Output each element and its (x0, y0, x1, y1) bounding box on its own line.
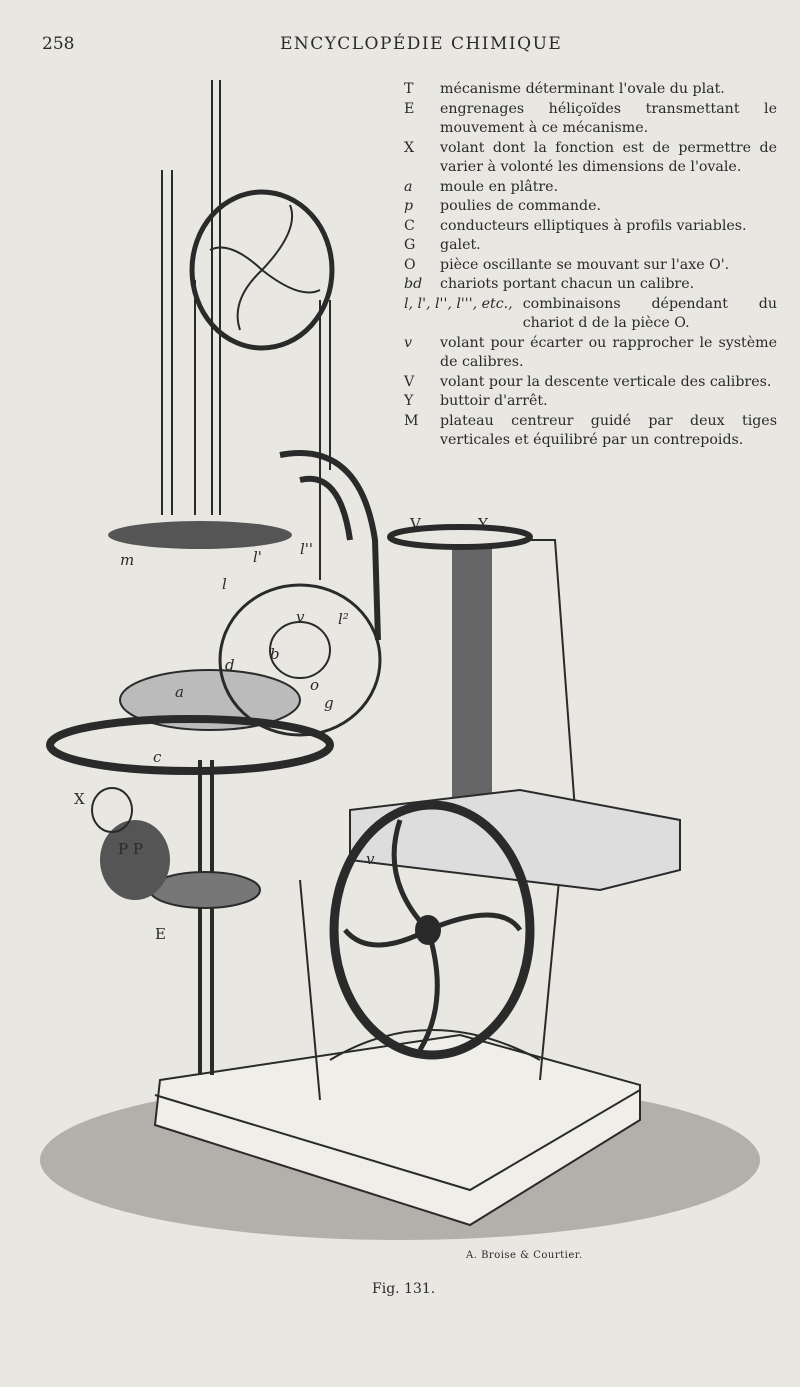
legend-text: buttoir d'arrêt. (440, 393, 548, 409)
legend-text: moule en plâtre. (440, 178, 559, 195)
belt (319, 300, 331, 580)
pulleys-PP (100, 820, 170, 900)
legend-item: p poulies de commande. (402, 197, 777, 217)
base-edge (154, 1089, 641, 1192)
pedestal (299, 869, 561, 1101)
table (349, 788, 681, 892)
fig-label-m: m (120, 551, 135, 569)
fig-label-a: a (175, 683, 184, 701)
running-head: ENCYCLOPÉDIE CHIMIQUE (280, 34, 563, 54)
handwheel-spokes (343, 819, 523, 1052)
legend-text: mécanisme déterminant l'ovale du plat. (440, 81, 725, 97)
fig-label-PP: P P (118, 840, 143, 858)
legend-key: X (404, 139, 415, 156)
fig-label-b: b (270, 645, 280, 663)
vertical-rods (161, 80, 221, 515)
base-plate (153, 1033, 641, 1227)
fig-label-E: E (155, 925, 166, 943)
legend-key: v (404, 334, 413, 351)
small-wheel-v (269, 621, 331, 679)
arm (279, 450, 381, 641)
legend-text: volant pour la descente verticale des ca… (440, 373, 772, 390)
pulley-spokes (209, 204, 321, 331)
figure-caption: Fig. 131. (372, 1281, 436, 1297)
large-handwheel-v (329, 800, 535, 1060)
legend-key: G (404, 237, 416, 253)
legend-item: l, l', l'', l''', etc., combinaisons dépe… (402, 295, 777, 334)
fig-label-l1: l' (253, 548, 262, 566)
legend-item: v volant pour écarter ou rapprocher le sy… (402, 334, 777, 373)
sector-O (218, 583, 382, 737)
legend-text: volant pour écarter ou rapprocher le sys… (440, 334, 777, 371)
fig-label-o: o (310, 676, 320, 694)
fig-label-l-sup: l² (338, 610, 349, 628)
legend-key: bd (404, 276, 423, 292)
centering-plate-m (108, 521, 292, 549)
legend-key: C (404, 217, 415, 234)
legend-text: engrenages héliçoïdes transmettant le mo… (440, 100, 777, 137)
legend-item: bd chariots portant chacun un calibre. (402, 275, 777, 295)
legend-text: plateau centreur guidé par deux tiges ve… (440, 412, 777, 449)
legend-text: conducteurs elliptiques à profils variab… (440, 217, 747, 234)
legend-key: p (404, 198, 414, 214)
legend-key: E (404, 100, 415, 117)
legend-key: l, l', l'', l''', etc., (404, 295, 513, 312)
top-pulley-wheel (189, 189, 335, 351)
pulley-c (46, 715, 334, 775)
legend-text: poulies de commande. (440, 198, 601, 214)
legend-text: volant dont la fonction est de permettre… (440, 139, 777, 176)
legend-key: T (404, 81, 414, 97)
mould-a (119, 669, 301, 731)
fig-label-c: c (153, 748, 162, 766)
fig-label-v-small: v (296, 608, 305, 626)
fig-label-l2: l'' (300, 540, 314, 558)
page-number: 258 (42, 34, 75, 54)
fig-label-l: l (222, 575, 227, 593)
handwheel-V (387, 524, 533, 550)
legend-text: chariots portant chacun un calibre. (440, 276, 695, 292)
vertical-column (452, 545, 492, 815)
legend-key: M (404, 412, 419, 429)
legend-text: combinaisons dépendant du chariot d de l… (522, 295, 777, 332)
wheel-X (91, 787, 133, 833)
legend-item: a moule en plâtre. (402, 178, 777, 198)
fig-label-V: V (410, 515, 421, 533)
fig-label-Y: Y (478, 515, 488, 533)
legend-key: Y (404, 393, 414, 409)
legend-text: galet. (440, 237, 481, 253)
engraver-credit: A. Broise & Courtier. (466, 1250, 583, 1261)
lower-shaft (198, 760, 214, 1075)
fig-label-v-big: v (366, 850, 375, 868)
legend-text: pièce oscillante se mouvant sur l'axe O'… (440, 256, 730, 273)
legend-key: O (404, 256, 416, 273)
fig-label-g: g (324, 694, 334, 712)
legend-key: V (404, 373, 415, 390)
fig-label-X: X (74, 790, 85, 808)
legend-key: a (404, 178, 413, 195)
stop-Y (525, 539, 576, 811)
fig-label-d: d (225, 656, 235, 674)
